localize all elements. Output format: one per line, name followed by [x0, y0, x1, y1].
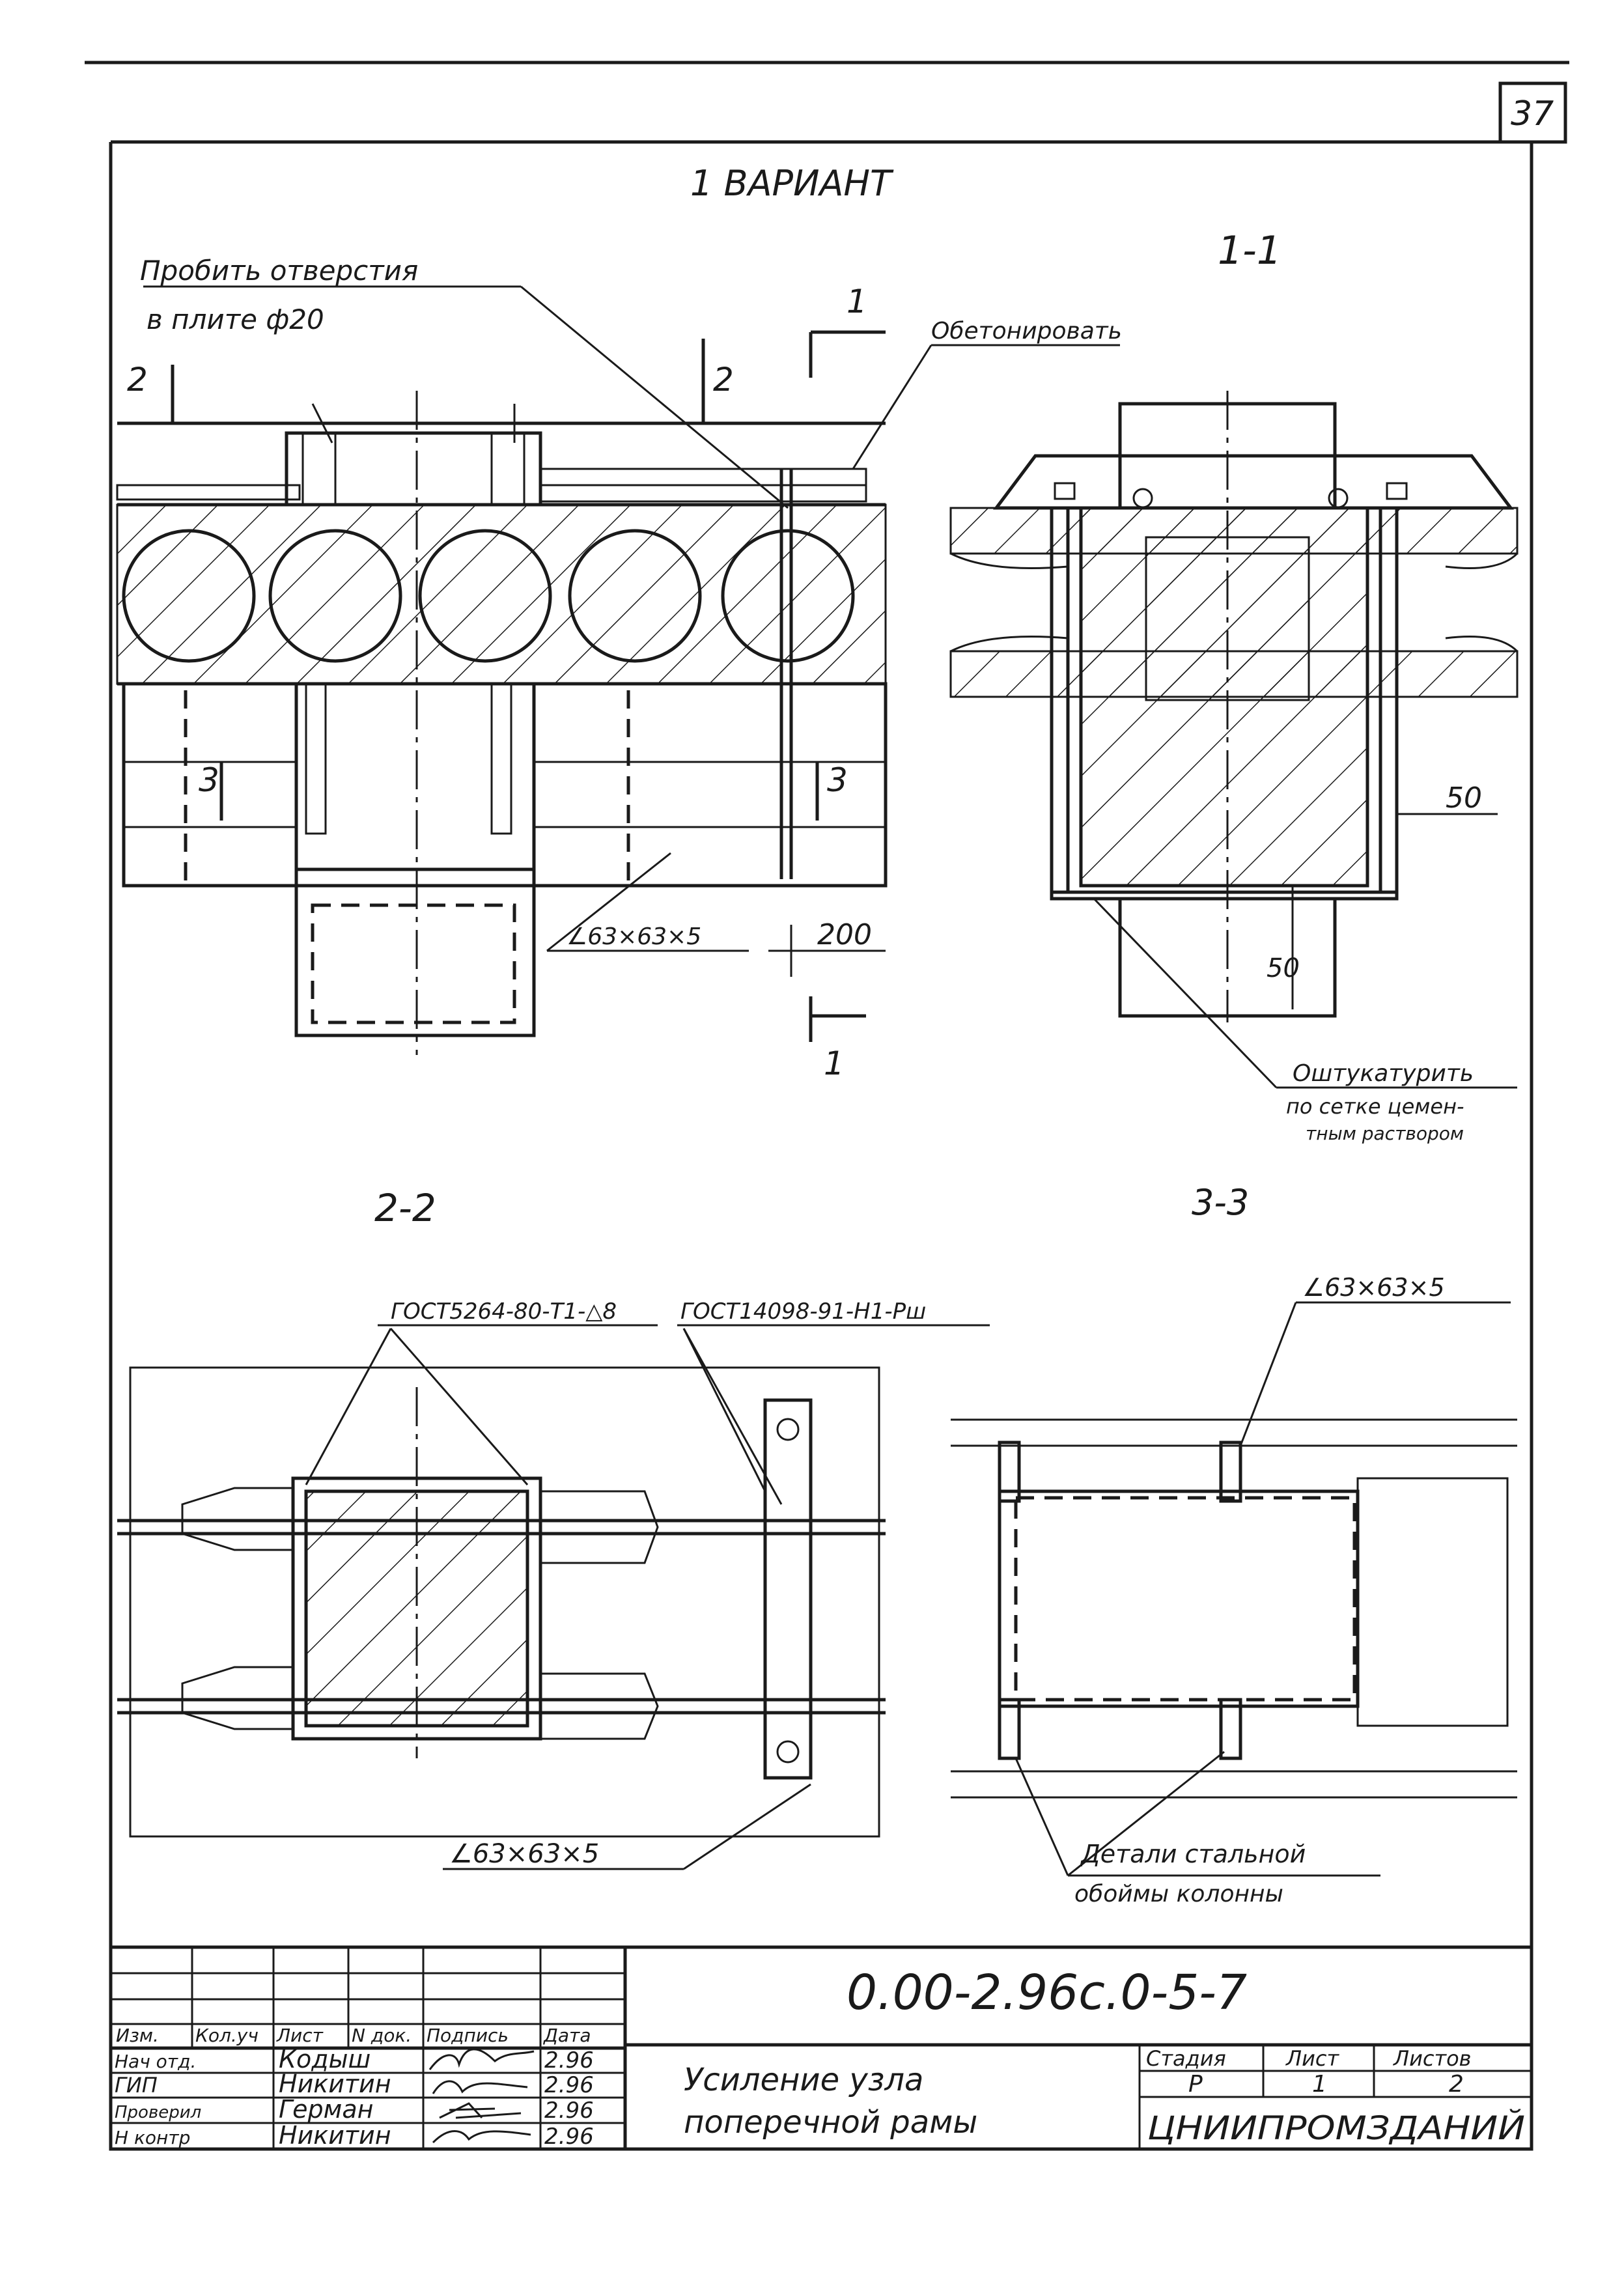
- plaster-note-line1: Оштукатурить: [1293, 1060, 1474, 1087]
- sheet-value: 1: [1312, 2071, 1327, 2098]
- row-date: 2.96: [544, 2098, 594, 2124]
- title-block-signatures: Нач отд. Кодыш 2.96 ГИП Никитин 2.96 Про…: [115, 2045, 594, 2150]
- header-data: Дата: [542, 2025, 591, 2046]
- drawing-title-line1: Усиление узла: [684, 2062, 923, 2098]
- signature: [432, 2130, 531, 2144]
- detail-note-line2: обоймы колонны: [1074, 1881, 1283, 1907]
- sheets-value: 2: [1449, 2071, 1464, 2098]
- header-n-dok: N док.: [352, 2025, 412, 2046]
- header-kol-uch: Кол.уч: [195, 2025, 259, 2046]
- angle-note-3-3: ∠63×63×5: [1302, 1273, 1445, 1302]
- angle-note-plan: ∠63×63×5: [567, 923, 701, 950]
- header-list: Лист: [276, 2025, 324, 2046]
- plaster-note-line2: по сетке цемен-: [1286, 1094, 1464, 1119]
- row-name: Никитин: [279, 2070, 391, 2098]
- row-name: Кодыш: [279, 2045, 371, 2073]
- row-role: Проверил: [115, 2103, 201, 2122]
- drawing-title-line2: поперечной рамы: [684, 2104, 977, 2141]
- signature: [439, 2102, 522, 2119]
- section-1-1-view: [949, 391, 1519, 1089]
- section-3-3-title: 3-3: [1192, 1182, 1249, 1223]
- organization-name: ЦНИИПРОМЗДАНИЙ: [1147, 2109, 1525, 2147]
- section-mark-1-bottom: 1: [824, 1045, 845, 1082]
- row-role: ГИП: [115, 2073, 158, 2098]
- section-mark-2-right: 2: [713, 361, 734, 399]
- sheets-header: Листов: [1393, 2046, 1472, 2071]
- detail-note-line1: Детали стальной: [1080, 1840, 1306, 1868]
- weld-note-1: ГОСТ5264-80-Т1-△8: [391, 1299, 617, 1325]
- row-name: Герман: [279, 2095, 373, 2124]
- row-role: Н контр: [115, 2127, 190, 2148]
- row-date: 2.96: [544, 2047, 594, 2073]
- row-date: 2.96: [544, 2072, 594, 2098]
- section-1-1-title: 1-1: [1218, 228, 1281, 274]
- dimension-50-bottom: 50: [1267, 953, 1300, 983]
- plan-view: [116, 285, 1120, 1055]
- angle-note-2-2: ∠63×63×5: [449, 1839, 599, 1869]
- signature: [428, 2048, 535, 2070]
- weld-note-2: ГОСТ14098-91-Н1-Рш: [680, 1299, 926, 1325]
- header-izm: Изм.: [116, 2025, 159, 2046]
- section-mark-3-right: 3: [827, 761, 848, 799]
- title-block-header-row: Изм. Кол.уч Лист N док. Подпись Дата: [116, 2025, 591, 2046]
- sheet-header: Лист: [1285, 2046, 1339, 2071]
- stage-header: Стадия: [1146, 2046, 1226, 2071]
- row-date: 2.96: [544, 2124, 594, 2150]
- dimension-200: 200: [817, 918, 872, 951]
- row-name: Никитин: [279, 2121, 391, 2150]
- page-number: 37: [1511, 94, 1554, 134]
- signature: [432, 2080, 528, 2094]
- row-role: Нач отд.: [115, 2051, 196, 2072]
- hole-note-line1: Пробить отверстия: [140, 255, 418, 287]
- variant-title: 1 ВАРИАНТ: [690, 163, 894, 204]
- header-podpis: Подпись: [427, 2025, 509, 2046]
- plaster-note-line3: тным раствором: [1306, 1123, 1464, 1144]
- section-2-2-title: 2-2: [374, 1186, 436, 1230]
- section-mark-1-top: 1: [847, 283, 867, 320]
- title-block: [109, 1945, 1533, 2151]
- document-code: 0.00-2.96с.0-5-7: [847, 1965, 1247, 2021]
- hole-note-line2: в плите ф20: [147, 303, 324, 335]
- slab-voids: [122, 529, 855, 663]
- stage-value: Р: [1188, 2071, 1203, 2098]
- section-mark-2-left: 2: [127, 361, 148, 399]
- concrete-note: Обетонировать: [931, 318, 1122, 344]
- section-2-2-view: [117, 1324, 990, 1870]
- dimension-50-right: 50: [1446, 781, 1482, 815]
- section-mark-3-left: 3: [199, 761, 219, 799]
- section-3-3-view: [951, 1301, 1517, 1877]
